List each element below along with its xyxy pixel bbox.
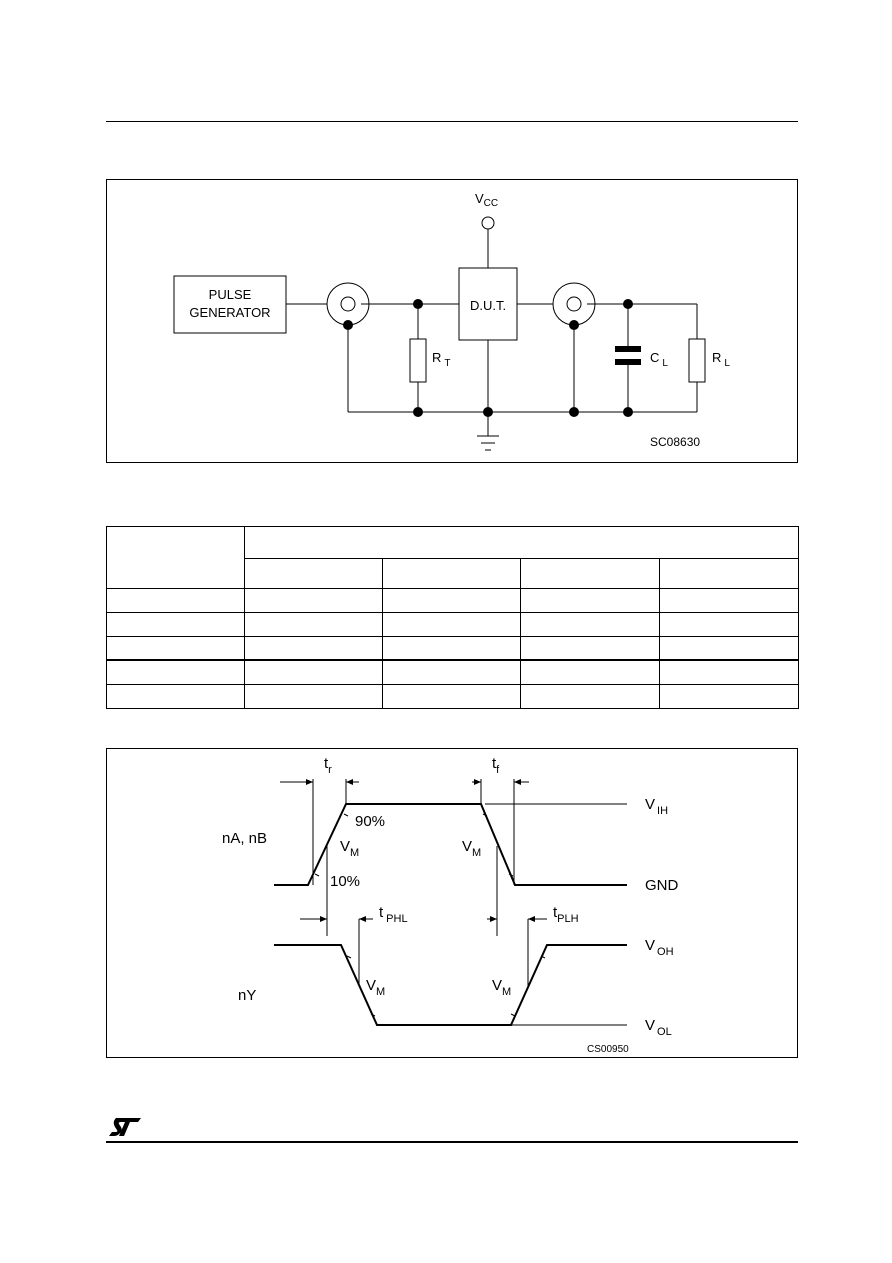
- table-row: [106, 525, 799, 590]
- table-cell: [520, 684, 660, 709]
- vm-label-2: VM: [462, 838, 481, 859]
- table-cell: [382, 659, 521, 686]
- pct10-label: 10%: [330, 873, 360, 890]
- table-row: [107, 557, 799, 590]
- header-rule: [106, 121, 798, 122]
- input-signal-label: nA, nB: [222, 830, 267, 847]
- tplh-label: tPLH: [553, 904, 579, 925]
- vcc-terminal: [481, 216, 495, 230]
- table-cell: [659, 635, 799, 661]
- table-cell: [659, 557, 799, 590]
- output-waveform: [274, 944, 627, 1026]
- table-cell: [244, 557, 383, 590]
- dut-label: D.U.T.: [470, 298, 506, 313]
- table-cell: [659, 588, 799, 613]
- table-cell: [106, 611, 245, 637]
- vcc-label: VCC: [475, 191, 498, 209]
- pulse-generator-label-1: PULSE: [209, 287, 252, 302]
- table-cell: [244, 611, 383, 637]
- table-row: [106, 611, 799, 637]
- pulse-generator-label-2: GENERATOR: [189, 305, 270, 320]
- table-cell: [244, 659, 383, 686]
- rl-resistor: [688, 338, 706, 383]
- waveform-figure-code: CS00950: [587, 1044, 629, 1055]
- waveform-symbol-table: [106, 525, 799, 709]
- cl-capacitor: [615, 346, 641, 352]
- table-cell: [106, 684, 245, 709]
- table-cell: [520, 588, 660, 613]
- output-signal-label: nY: [238, 987, 256, 1004]
- table-cell: [106, 525, 245, 590]
- table-cell: [244, 588, 383, 613]
- table-cell: [382, 611, 521, 637]
- table-cell: [659, 684, 799, 709]
- table-cell: [106, 635, 245, 661]
- table-row: [106, 588, 799, 613]
- vm-label-4: VM: [492, 977, 511, 998]
- table-cell: [520, 557, 660, 590]
- rt-resistor: [409, 338, 427, 383]
- vm-label-1: VM: [340, 838, 359, 859]
- input-waveform: [274, 803, 627, 886]
- table-cell: [382, 557, 521, 590]
- footer-rule: [106, 1141, 798, 1143]
- pct90-label: 90%: [355, 813, 385, 830]
- table-cell: [659, 659, 799, 686]
- tf-label: tf: [492, 755, 500, 776]
- table-row: [106, 635, 799, 661]
- table-cell: [520, 659, 660, 686]
- table-cell: [244, 635, 383, 661]
- table-cell: [106, 659, 245, 686]
- table-cell: [244, 526, 799, 559]
- table-cell: [520, 635, 660, 661]
- table-cell: [106, 588, 245, 613]
- table-cell: [382, 684, 521, 709]
- circuit-figure-code: SC08630: [650, 435, 700, 449]
- table-cell: [520, 611, 660, 637]
- table-row: [106, 684, 799, 709]
- table-row: [106, 659, 799, 686]
- table-cell: [244, 684, 383, 709]
- table-cell: [382, 588, 521, 613]
- table-cell: [659, 611, 799, 637]
- gnd-label: GND: [645, 877, 679, 894]
- table-cell: [382, 635, 521, 661]
- tr-label: tr: [324, 755, 332, 776]
- st-logo-icon: [109, 1118, 141, 1136]
- vm-label-3: VM: [366, 977, 385, 998]
